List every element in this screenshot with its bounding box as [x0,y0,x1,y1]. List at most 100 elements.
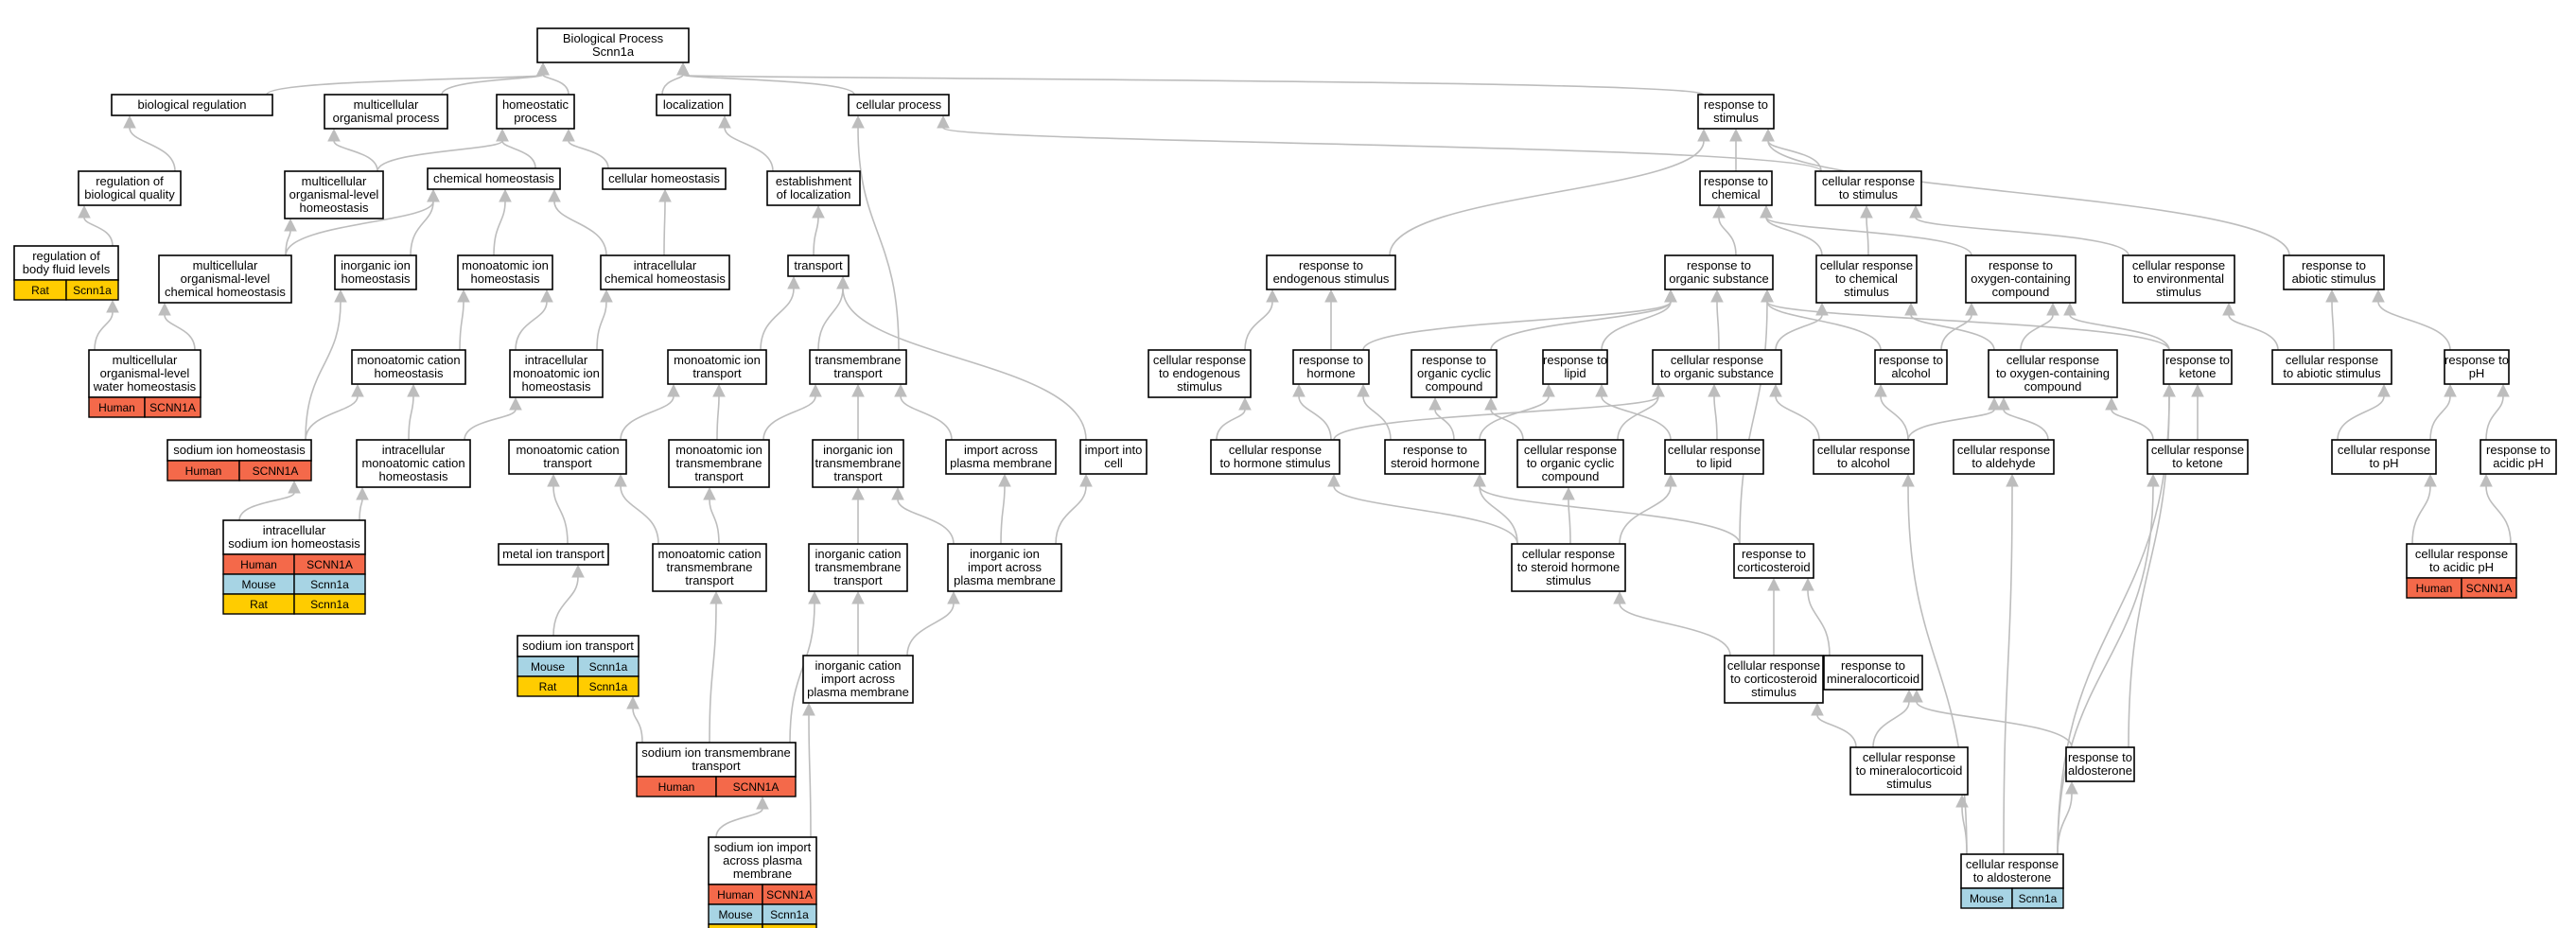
node-label-line: multicellular [302,174,367,188]
go-term-node[interactable]: biological regulation [111,94,273,116]
relation-edge [1479,383,1555,441]
node-label-line: organismal-level [100,366,190,380]
go-term-node[interactable]: transport [787,254,850,277]
relation-edge [614,473,659,545]
node-label-line: stimulus [1751,685,1796,699]
node-box [808,543,908,592]
node-label-line: response to [1299,353,1363,367]
node-label-line: response to [1841,658,1905,673]
edge-arrowhead [2163,383,2176,397]
edge-arrowhead [2325,289,2339,303]
node-label-line: intracellular [263,523,326,537]
species-label: Human [98,401,135,414]
node-label-line: compound [1992,285,2050,299]
go-term-node[interactable]: cellular homeostasis [602,167,727,190]
node-box [2444,349,2510,385]
node-label-line: response to [2302,258,2366,272]
gene-cell [65,279,119,301]
node-box [356,439,471,488]
edge-arrowhead [407,383,420,397]
gene-label: Scnn1a [310,598,349,611]
go-term-node[interactable]: localization [656,94,731,116]
edge-arrowhead [1292,383,1306,397]
go-term-node[interactable]: chemical homeostasis [427,167,561,190]
edge-arrowhead [2222,302,2235,316]
node-label-line: monoatomic ion [462,258,549,272]
edge-line [1807,589,1831,657]
edge-line [1055,485,1087,545]
node-label-line: transport [833,573,883,587]
relation-edge [377,128,509,172]
go-term-node[interactable]: cellular process [848,94,950,116]
go-term-node[interactable]: metal ion transport [498,543,609,566]
